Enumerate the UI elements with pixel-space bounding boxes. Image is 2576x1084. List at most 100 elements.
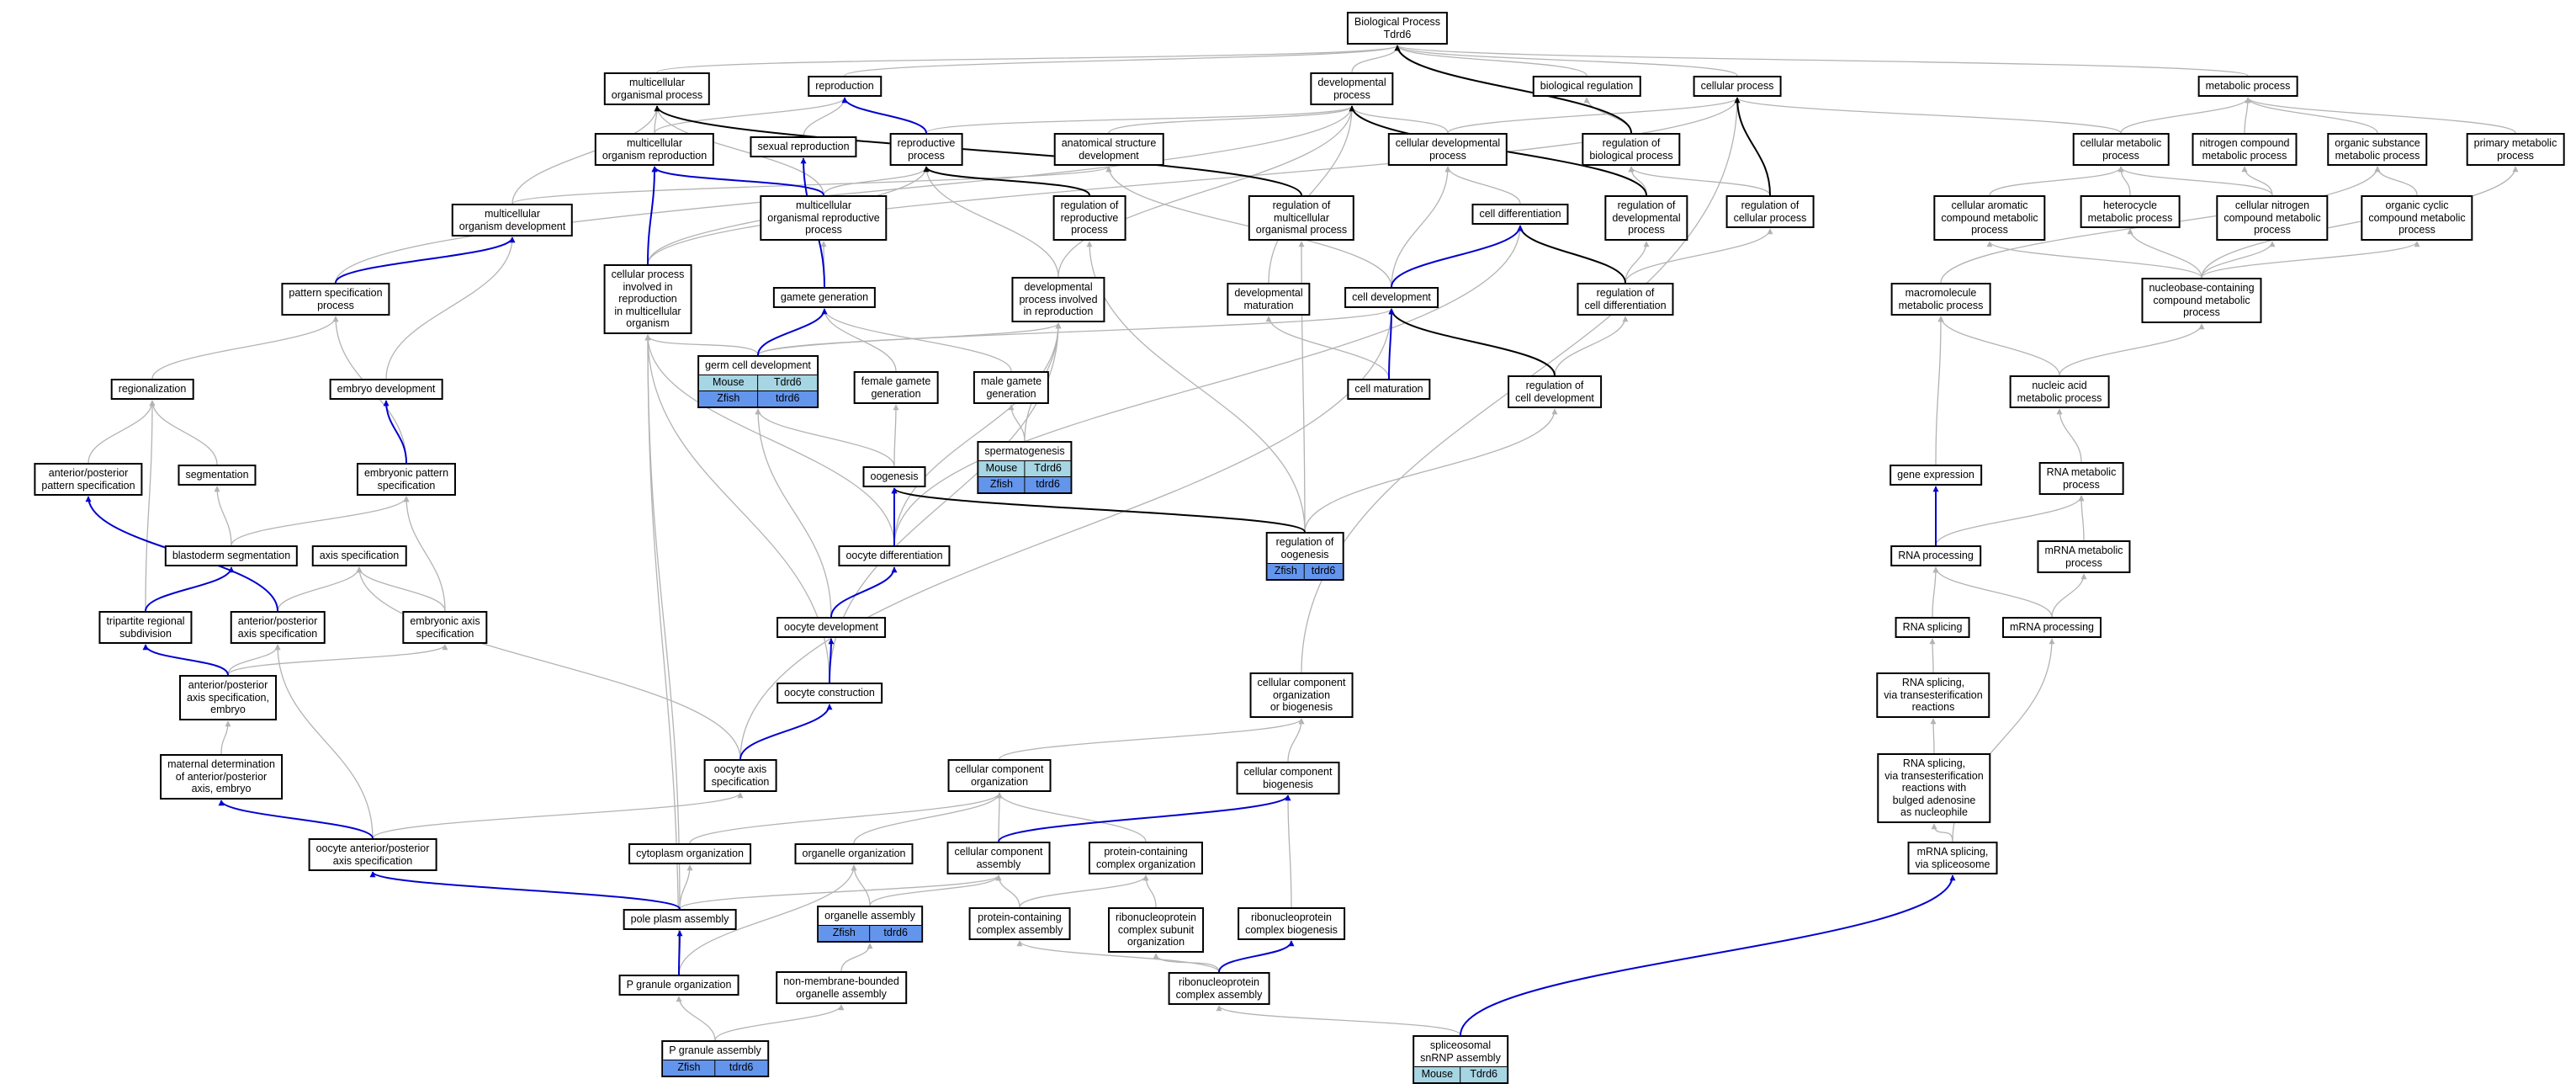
mouse-annotation-cell: Mouse: [699, 375, 758, 391]
edge-segm-to-region: [149, 400, 218, 465]
edge-blastseg-to-embps: [231, 496, 410, 546]
edge-mrnaspl-to-rnasplb: [1931, 823, 1953, 842]
edge-regbio-to-bp: [1394, 45, 1632, 134]
node-orgorg: organelle organization: [794, 843, 914, 864]
node-namp: nucleic acid metabolic process: [2009, 375, 2110, 408]
node-embdev: embryo development: [329, 379, 443, 400]
edge-cellmat-to-celldev: [1388, 308, 1395, 380]
node-mdap: maternal determination of anterior/poste…: [160, 754, 283, 800]
annotated-node-title: spermatogenesis: [978, 443, 1071, 461]
edge-ppa-to-oapas: [369, 871, 681, 910]
edge-oas-to-oocconst: [739, 704, 833, 760]
edge-embps-to-embdev: [383, 400, 407, 464]
node-eas: embryonic axis specification: [402, 611, 488, 644]
node-genexp: gene expression: [1890, 465, 1982, 486]
node-ncmp: nitrogen compound metabolic process: [2192, 133, 2298, 166]
node-cytorg: cytoplasm organization: [628, 843, 751, 864]
node-mor: multicellular organism reproduction: [594, 133, 715, 166]
edge-cpirep-to-mor: [647, 166, 658, 265]
edge-nbccmp-to-pmp: [2201, 166, 2519, 279]
node-apps: anterior/posterior pattern specification: [34, 463, 143, 496]
node-oas: oocyte axis specification: [703, 759, 777, 792]
node-pcca: protein-containing complex assembly: [968, 907, 1071, 940]
node-regrep: regulation of reproductive process: [1052, 195, 1126, 241]
node-embps: embryonic pattern specification: [356, 463, 457, 496]
edge-pga-to-pgo: [676, 996, 716, 1041]
edge-osmp-to-metp: [2245, 97, 2378, 134]
edge-oocdev-to-oocdiff: [830, 566, 898, 618]
node-rpcb: ribonucleoprotein complex biogenesis: [1238, 907, 1345, 940]
edge-regmop-to-mop: [654, 105, 1302, 196]
node-metp: metabolic process: [2197, 76, 2298, 97]
node-fgg: female gamete generation: [853, 371, 939, 404]
zfish-annotation-cell: tdrd6: [757, 391, 817, 406]
mouse-annotation-cell: Mouse: [978, 460, 1025, 476]
node-osmp: organic substance metabolic process: [2327, 133, 2428, 166]
node-repro: reproduction: [808, 76, 882, 97]
annotated-node-title: regulation of oogenesis: [1267, 534, 1343, 564]
edge-oocdiff-to-cpirep: [644, 334, 895, 546]
edge-cca-to-ccb: [998, 794, 1291, 842]
node-cpirep: cellular process involved in reproductio…: [603, 264, 692, 334]
edge-cellmat-to-devmat: [1265, 316, 1390, 380]
node-oocdev: oocyte development: [777, 617, 886, 638]
edge-blastseg-to-segm: [214, 486, 232, 546]
node-ccob: cellular component organization or bioge…: [1249, 672, 1354, 718]
node-mmp: macromolecule metabolic process: [1890, 283, 1991, 316]
edge-namp-to-nbccmp: [2059, 323, 2205, 376]
edge-oocdiff-to-celldiff: [893, 225, 1524, 546]
edge-mor-to-repro: [654, 97, 848, 134]
edge-oas-to-axspec: [356, 566, 741, 760]
node-rnaproc: RNA processing: [1890, 545, 1981, 566]
edge-genexp-to-mmp: [1935, 316, 1944, 465]
edge-cellp-to-bp: [1394, 45, 1738, 77]
node-rnamp: RNA metabolic process: [2038, 462, 2124, 495]
node-oocconst: oocyte construction: [777, 683, 883, 704]
edge-cmp-to-metp: [2120, 97, 2251, 134]
edge-devmat-to-devp: [1268, 105, 1355, 284]
edge-apps-to-region: [87, 400, 156, 464]
edge-regcd-to-celldiff: [1517, 225, 1626, 284]
edge-pgo-to-orgorg: [678, 864, 857, 975]
edge-nmboa-to-orgasm: [840, 943, 873, 972]
edge-mrnamp-to-rnamp: [2078, 495, 2085, 541]
node-axspec: axis specification: [311, 545, 407, 566]
zfish-annotation-cell: tdrd6: [1024, 476, 1071, 492]
node-rpcso: ribonucleoprotein complex subunit organi…: [1108, 907, 1204, 953]
edge-celldevp-to-devp: [1349, 105, 1449, 134]
edge-apas-to-axspec: [277, 566, 363, 612]
node-celldev: cell development: [1344, 287, 1439, 308]
node-oocdiff: oocyte differentiation: [838, 545, 951, 566]
node-cellp: cellular process: [1693, 76, 1782, 97]
edge-region-to-psp: [151, 316, 339, 380]
edge-mod-to-asd: [511, 166, 1112, 205]
edge-repp-to-devp: [925, 105, 1355, 134]
edge-oapas-to-apas: [274, 644, 374, 839]
node-pcco: protein-containing complex organization: [1088, 842, 1204, 874]
node-nmboa: non-membrane-bounded organelle assembly: [776, 971, 907, 1004]
node-regbio: regulation of biological process: [1582, 133, 1681, 166]
node-mrnamp: mRNA metabolic process: [2037, 540, 2131, 573]
annotated-node-title: organelle assembly: [819, 907, 921, 926]
edge-fgg-to-gamgen: [821, 308, 897, 372]
edge-pga-to-nmboa: [714, 1004, 845, 1041]
edge-repro-to-bp: [844, 45, 1401, 77]
node-psp: pattern specification process: [281, 283, 390, 316]
edge-celldev-to-celldiff: [1391, 225, 1524, 288]
node-blastseg: blastoderm segmentation: [164, 545, 299, 566]
edge-mdap-to-apase: [220, 720, 231, 755]
edge-cncmp-to-ncmp: [2241, 166, 2273, 196]
edge-mrnaproc-to-rnaproc: [1932, 566, 2053, 618]
edge-rpcb-to-ccb: [1285, 794, 1292, 908]
edge-morp-to-mop: [654, 105, 824, 196]
edge-oogen-to-fgg: [893, 404, 899, 467]
